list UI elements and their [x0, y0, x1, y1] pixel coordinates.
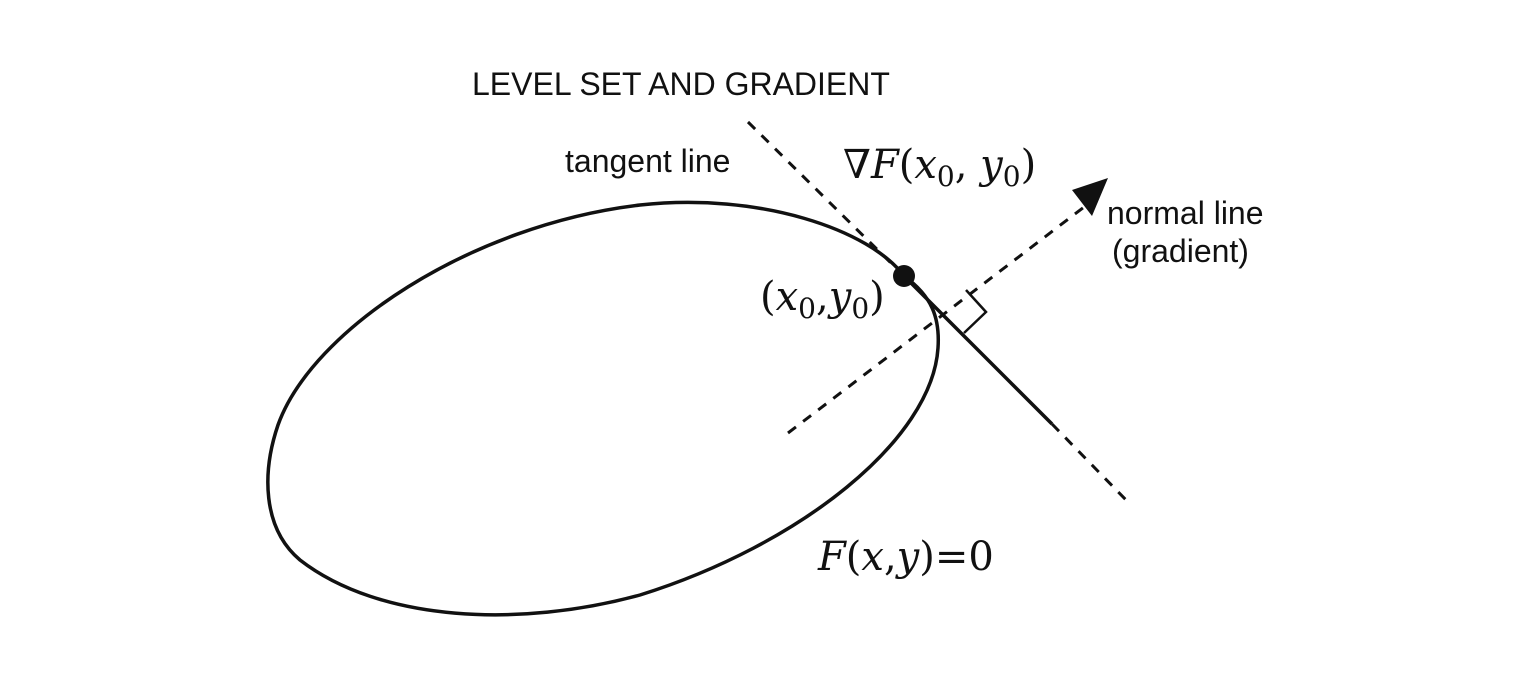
right-angle-marker — [963, 289, 988, 334]
tangent-line-label: tangent line — [565, 143, 730, 179]
gradient-arrowhead — [1072, 178, 1108, 216]
tangent-line-upper — [746, 120, 900, 272]
diagram-title: LEVEL SET AND GRADIENT — [472, 66, 890, 102]
level-set-label: F(x,y)=0 — [817, 534, 994, 580]
tangent-line-lower — [1050, 422, 1130, 504]
gradient-label: ∇F(x0, y0) — [843, 142, 1036, 193]
normal-line-sublabel: (gradient) — [1112, 233, 1249, 269]
level-curve — [266, 200, 941, 617]
normal-line-label: normal line — [1107, 195, 1264, 231]
point-marker — [893, 265, 915, 287]
normal-line — [787, 202, 1089, 435]
point-label: (x0,y0) — [760, 274, 885, 325]
tangent-line-solid — [902, 274, 1054, 426]
